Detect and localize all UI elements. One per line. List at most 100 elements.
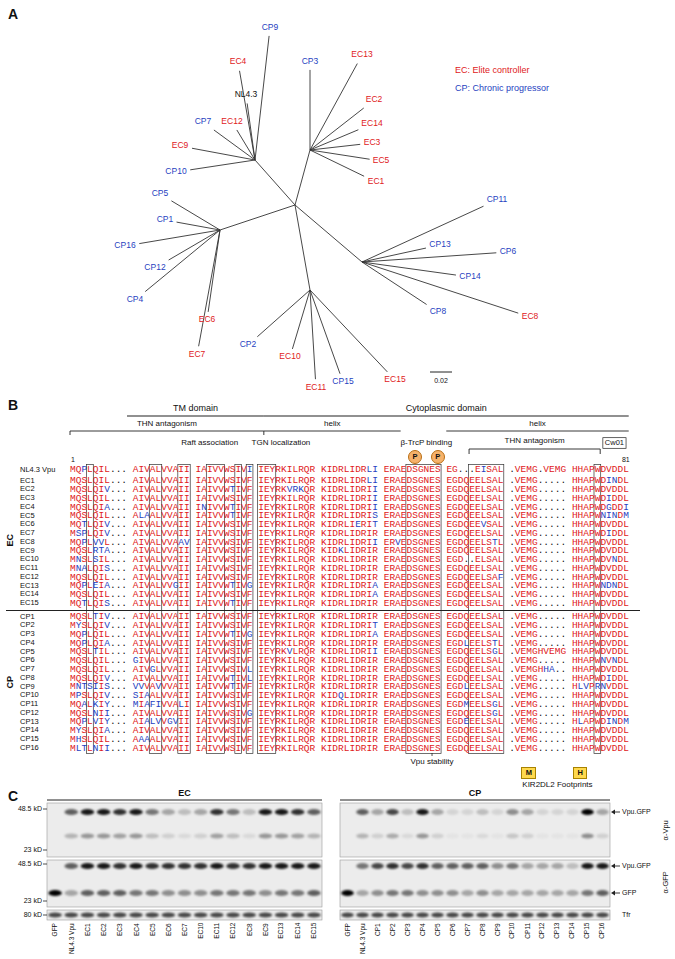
protein-band xyxy=(566,890,579,896)
protein-band xyxy=(64,834,78,839)
protein-band xyxy=(581,890,594,896)
protein-band xyxy=(259,809,273,815)
protein-band xyxy=(97,913,111,918)
line xyxy=(600,449,601,454)
residue: Q xyxy=(93,598,99,609)
line xyxy=(43,864,47,865)
tree-branch xyxy=(295,150,310,205)
protein-band xyxy=(129,863,143,869)
protein-band xyxy=(596,834,609,839)
residue: S xyxy=(435,598,441,609)
sequence-name: EC3 xyxy=(20,494,35,503)
residue: E xyxy=(475,464,481,475)
residue: D xyxy=(612,598,618,609)
protein-band xyxy=(431,890,444,896)
residue xyxy=(441,598,447,609)
protein-band xyxy=(97,863,111,869)
protein-band xyxy=(446,863,459,869)
protein-band xyxy=(113,834,127,839)
residue xyxy=(378,502,384,513)
protein-band xyxy=(226,809,240,815)
residue xyxy=(503,519,509,530)
residue xyxy=(190,519,196,530)
tree-branch xyxy=(199,230,220,346)
residue: R xyxy=(310,598,316,609)
residue: I xyxy=(207,464,213,475)
line xyxy=(127,415,264,416)
residue xyxy=(315,502,321,513)
residue xyxy=(315,563,321,574)
residue xyxy=(253,464,259,475)
protein-band xyxy=(431,913,444,918)
protein-band xyxy=(596,913,609,918)
residue: . xyxy=(110,464,116,475)
blot-panel xyxy=(47,803,322,857)
residue: H xyxy=(572,464,578,475)
residue: E xyxy=(446,598,452,609)
scale-label: 0.02 xyxy=(434,377,448,385)
residue: R xyxy=(338,598,344,609)
tree-leaf: CP16 xyxy=(114,241,135,251)
line xyxy=(264,431,401,432)
residue xyxy=(127,611,133,622)
residue: H xyxy=(578,464,584,475)
residue xyxy=(315,598,321,609)
residue: D xyxy=(406,464,412,475)
residue xyxy=(566,545,572,556)
protein-band xyxy=(48,913,62,918)
residue: M xyxy=(555,464,561,475)
residue: V xyxy=(161,464,167,475)
domain-label: TM domain xyxy=(173,403,218,413)
sequence-name: EC5 xyxy=(20,512,35,521)
blot-panel xyxy=(340,803,610,857)
residue xyxy=(253,563,259,574)
residue: V xyxy=(218,598,224,609)
tree-branch xyxy=(362,253,496,262)
protein-band xyxy=(129,913,143,918)
residue: . xyxy=(458,464,464,475)
protein-band xyxy=(416,809,429,815)
panel-letter: A xyxy=(8,6,18,22)
tree-leaf: CP5 xyxy=(152,189,169,199)
residue: H xyxy=(572,598,578,609)
residue: . xyxy=(121,464,127,475)
residue xyxy=(378,598,384,609)
protein-band xyxy=(521,863,534,869)
column-box xyxy=(178,465,190,754)
tree-branch xyxy=(362,206,484,262)
protein-band xyxy=(386,834,399,839)
line xyxy=(469,449,470,454)
sequence-name: EC11 xyxy=(20,564,38,573)
residue: L xyxy=(292,464,298,475)
protein-band xyxy=(581,913,594,918)
residue: A xyxy=(492,598,498,609)
tree-leaf: CP14 xyxy=(459,272,480,282)
protein-band xyxy=(64,809,78,815)
protein-band xyxy=(162,834,176,839)
sequence-name: EC1 xyxy=(20,477,35,486)
residue: . xyxy=(121,598,127,609)
residue: R xyxy=(372,598,378,609)
tree-branch xyxy=(255,160,295,205)
protein-band xyxy=(129,890,143,896)
residue: R xyxy=(338,464,344,475)
residue: I xyxy=(178,598,184,609)
line xyxy=(264,415,629,416)
tree-leaf: EC8 xyxy=(522,312,539,322)
residue xyxy=(441,493,447,504)
residue: I xyxy=(195,598,201,609)
tree-leaf: EC15 xyxy=(384,375,405,385)
protein-band xyxy=(113,809,127,815)
residue xyxy=(315,484,321,495)
residue xyxy=(566,528,572,539)
residue: R xyxy=(275,464,281,475)
protein-band xyxy=(242,809,256,815)
residue: A xyxy=(173,464,179,475)
residue: E xyxy=(469,598,475,609)
protein-band xyxy=(178,913,192,918)
protein-band xyxy=(416,913,429,918)
tree-branch xyxy=(208,230,220,312)
column-box xyxy=(235,465,242,754)
residue: A xyxy=(173,598,179,609)
residue: I xyxy=(235,598,241,609)
